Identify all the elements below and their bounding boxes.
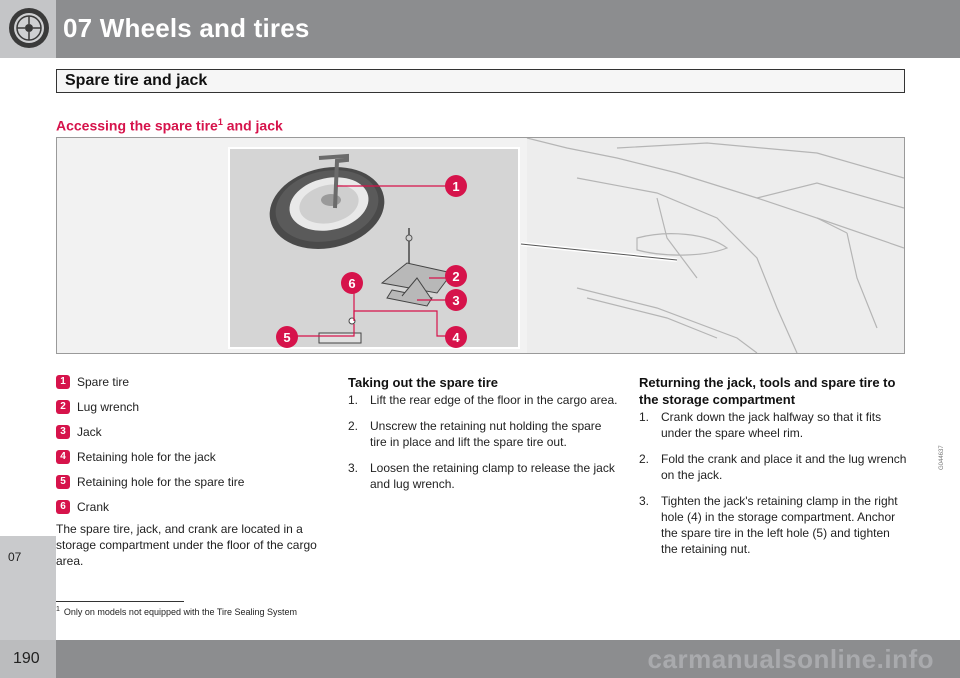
step-number: 2. xyxy=(639,452,650,466)
wheel-icon xyxy=(9,8,49,48)
callout-badge-2: 2 xyxy=(445,265,467,287)
returning-section: Returning the jack, tools and spare tire… xyxy=(639,374,909,567)
list-item: 5 Retaining hole for the spare tire xyxy=(56,473,326,498)
section-title: Spare tire and jack xyxy=(65,72,208,89)
legend-label: Retaining hole for the jack xyxy=(77,450,216,464)
subheading-suffix: and jack xyxy=(222,117,283,134)
callout-badge-3: 3 xyxy=(445,289,467,311)
illustration-canvas: 1 2 3 4 5 6 xyxy=(228,138,904,353)
list-item: 1 Spare tire xyxy=(56,373,326,398)
section-title-box: Spare tire and jack xyxy=(56,69,905,93)
legend-badge: 3 xyxy=(56,425,70,439)
callout-leaders xyxy=(297,185,452,337)
callout-badge-6-text: 6 xyxy=(348,276,355,291)
watermark: carmanualsonline.info xyxy=(647,644,934,674)
footnote-number: 1 xyxy=(56,606,60,613)
callout-badge-5-text: 5 xyxy=(283,330,290,345)
callout-badge-1-text: 1 xyxy=(452,179,459,194)
spare-tire-drawing xyxy=(269,167,385,249)
taking-out-section: Taking out the spare tire 1. Lift the re… xyxy=(348,374,618,502)
taking-out-title: Taking out the spare tire xyxy=(348,375,499,390)
page-footer: 190 carmanualsonline.info xyxy=(0,640,960,678)
inset-pointer-line xyxy=(520,243,678,261)
figure-code: G044637 xyxy=(939,445,945,470)
subheading-text: Accessing the spare tire xyxy=(56,117,218,134)
step-text: Crank down the jack halfway so that it f… xyxy=(661,410,882,440)
intro-paragraph: The spare tire, jack, and crank are loca… xyxy=(56,522,317,568)
step-text: Unscrew the retaining nut holding the sp… xyxy=(370,419,602,449)
callout-badge-4: 4 xyxy=(445,326,467,348)
lug-wrench-drawing xyxy=(318,153,349,209)
callout-legend: 1 Spare tire 2 Lug wrench 3 Jack 4 Retai… xyxy=(56,373,326,523)
chapter-tab-label: 07 xyxy=(8,550,22,564)
step-text: Fold the crank and place it and the lug … xyxy=(661,452,907,482)
legend-label: Jack xyxy=(77,425,102,439)
footnote-text: Only on models not equipped with the Tir… xyxy=(63,607,298,617)
list-item: 2. Fold the crank and place it and the l… xyxy=(639,451,909,483)
list-item: 6 Crank xyxy=(56,498,326,523)
step-number: 3. xyxy=(348,461,359,475)
footnote-divider xyxy=(56,601,184,602)
page-subheading: Accessing the spare tire1 and jack xyxy=(56,117,283,134)
list-item: 1. Crank down the jack halfway so that i… xyxy=(639,409,909,441)
crank-knob xyxy=(405,234,413,242)
legend-label: Retaining hole for the spare tire xyxy=(77,475,245,489)
chapter-title: 07 Wheels and tires xyxy=(63,13,310,43)
taking-out-steps: 1. Lift the rear edge of the floor in th… xyxy=(348,392,618,492)
callout-badge-5: 5 xyxy=(276,326,298,348)
left-rail: 07 xyxy=(0,58,56,678)
step-text: Tighten the jack's retaining clamp in th… xyxy=(661,494,898,556)
legend-label: Crank xyxy=(77,500,110,514)
step-number: 1. xyxy=(639,410,650,424)
legend-badge: 6 xyxy=(56,500,70,514)
step-number: 3. xyxy=(639,494,650,508)
chapter-icon-box xyxy=(0,0,56,58)
chapter-header: 07 Wheels and tires xyxy=(0,0,960,58)
step-number: 1. xyxy=(348,393,359,407)
car-rear-shade xyxy=(527,138,904,353)
list-item: 3. Tighten the jack's retaining clamp in… xyxy=(639,493,909,557)
list-item: 3 Jack xyxy=(56,423,326,448)
callout-badge-1: 1 xyxy=(445,175,467,197)
legend-label: Lug wrench xyxy=(77,400,140,414)
step-text: Lift the rear edge of the floor in the c… xyxy=(370,393,618,407)
legend-label: Spare tire xyxy=(77,375,130,389)
list-item: 2 Lug wrench xyxy=(56,398,326,423)
step-text: Loosen the retaining clamp to release th… xyxy=(370,461,615,491)
list-item: 3. Loosen the retaining clamp to release… xyxy=(348,460,618,492)
page-number: 190 xyxy=(13,650,40,667)
legend-badge: 4 xyxy=(56,450,70,464)
jack-drawing xyxy=(380,262,453,307)
callout-badge-4-text: 4 xyxy=(452,330,460,345)
footnote-ref: 1 xyxy=(217,117,223,127)
inset-panel xyxy=(228,147,520,349)
returning-steps: 1. Crank down the jack halfway so that i… xyxy=(639,409,909,557)
legend-badge: 5 xyxy=(56,475,70,489)
legend-badge: 1 xyxy=(56,375,70,389)
callout-badge-3-text: 3 xyxy=(452,293,459,308)
list-item: 1. Lift the rear edge of the floor in th… xyxy=(348,392,618,408)
list-item: 2. Unscrew the retaining nut holding the… xyxy=(348,418,618,450)
legend-badge: 2 xyxy=(56,400,70,414)
returning-title: Returning the jack, tools and spare tire… xyxy=(639,375,896,407)
car-rear-drawing xyxy=(526,138,904,353)
callout-badge-6: 6 xyxy=(341,272,363,294)
spare-tire-illustration: 1 2 3 4 5 6 G044637 xyxy=(56,137,945,470)
step-number: 2. xyxy=(348,419,359,433)
footer-fill: carmanualsonline.info xyxy=(56,640,960,678)
list-item: 4 Retaining hole for the jack xyxy=(56,448,326,473)
callout-badge-2-text: 2 xyxy=(452,269,459,284)
